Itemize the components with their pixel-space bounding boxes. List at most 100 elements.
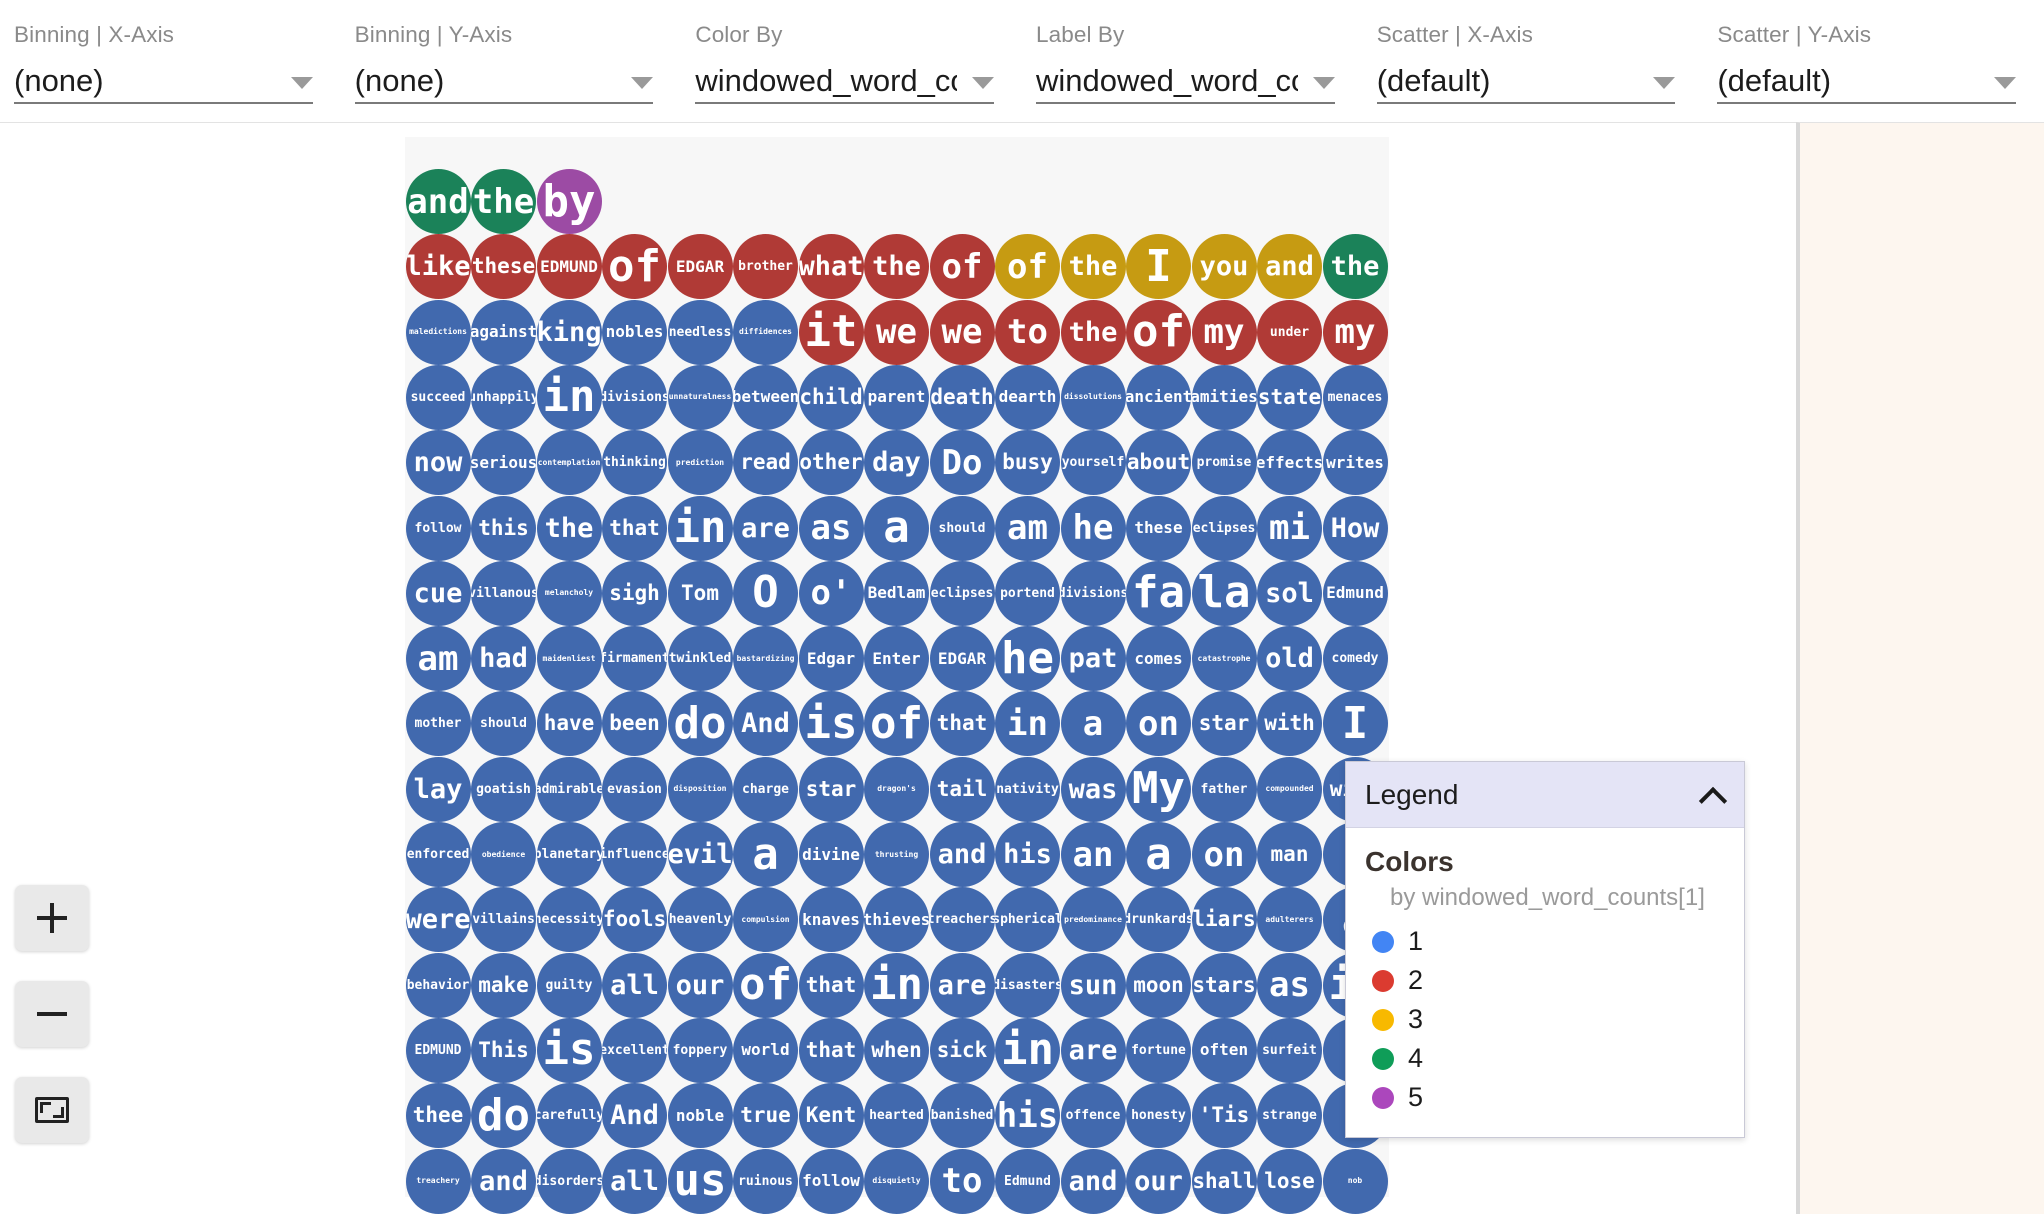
bubble-point[interactable]: comes — [1126, 626, 1191, 692]
bubble-point[interactable]: lose — [1257, 1148, 1322, 1214]
bubble-point[interactable]: o' — [798, 560, 864, 626]
bubble-point[interactable]: that — [929, 691, 995, 757]
bubble-point[interactable]: disasters — [995, 952, 1060, 1018]
bubble-point[interactable]: disquietly — [864, 1148, 929, 1214]
bubble-point[interactable]: hearted — [864, 1083, 929, 1149]
bubble-point[interactable]: do — [471, 1083, 536, 1149]
bubble-point[interactable]: is — [798, 691, 864, 757]
bubble-point[interactable]: lay — [405, 756, 471, 822]
bubble-point[interactable]: excellent — [602, 1017, 667, 1083]
bubble-point[interactable]: father — [1191, 756, 1257, 822]
bubble-point[interactable]: dearth — [995, 364, 1060, 430]
bubble-point[interactable]: the — [864, 234, 929, 300]
bubble-point[interactable]: dissolutions — [1060, 364, 1126, 430]
bubble-point[interactable]: been — [602, 691, 667, 757]
bubble-point[interactable]: stars — [1191, 952, 1257, 1018]
bubble-point[interactable]: needless — [667, 299, 733, 365]
bubble-point[interactable]: follow — [798, 1148, 864, 1214]
bubble-point[interactable]: fools — [602, 887, 667, 953]
bubble-point[interactable]: treachers — [929, 887, 995, 953]
bubble-point[interactable]: you — [1191, 234, 1257, 300]
dropdown-control[interactable]: (none) — [354, 54, 654, 104]
bubble-point[interactable]: of — [929, 234, 995, 300]
bubble-point[interactable]: child — [798, 364, 864, 430]
bubble-point[interactable]: in — [667, 495, 733, 561]
bubble-point[interactable]: la — [1191, 560, 1257, 626]
legend-item[interactable]: 4 — [1346, 1039, 1744, 1078]
bubble-point[interactable]: and — [405, 169, 471, 234]
bubble-point[interactable]: to — [995, 299, 1060, 365]
bubble-point[interactable]: liars — [1191, 887, 1257, 953]
bubble-point[interactable]: EDMUND — [536, 234, 602, 300]
bubble-point[interactable]: tail — [929, 756, 995, 822]
bubble-point[interactable]: influence — [602, 822, 667, 887]
bubble-point[interactable]: Edgar — [798, 626, 864, 692]
bubble-point[interactable]: promise — [1191, 430, 1257, 496]
bubble-point[interactable]: sun — [1060, 952, 1126, 1018]
bubble-point[interactable]: my — [1191, 299, 1257, 365]
bubble-point[interactable]: and — [1257, 234, 1322, 300]
bubble-point[interactable]: comedy — [1322, 626, 1388, 692]
bubble-point[interactable]: do — [667, 691, 733, 757]
dropdown-scatter-x-axis[interactable]: Scatter | X-Axis(default) — [1376, 22, 1676, 112]
bubble-point[interactable]: shall — [1191, 1148, 1257, 1214]
bubble-point[interactable]: treachery — [405, 1148, 471, 1214]
fit-to-screen-button[interactable] — [15, 1077, 89, 1143]
bubble-point[interactable]: star — [1191, 691, 1257, 757]
bubble-point[interactable]: in — [995, 691, 1060, 757]
bubble-point[interactable]: planetary — [536, 822, 602, 887]
bubble-point[interactable]: have — [536, 691, 602, 757]
bubble-point[interactable]: spherical — [995, 887, 1060, 953]
bubble-point[interactable]: am — [405, 626, 471, 692]
bubble-point[interactable]: between — [733, 364, 798, 430]
bubble-point[interactable]: bastardizing — [733, 626, 798, 692]
bubble-point[interactable]: of — [733, 952, 798, 1018]
zoom-out-button[interactable] — [15, 981, 89, 1047]
bubble-point[interactable]: necessity — [536, 887, 602, 953]
bubble-point[interactable]: yourself — [1060, 430, 1126, 496]
bubble-point[interactable]: adulterers — [1257, 887, 1322, 953]
bubble-point[interactable]: and — [471, 1148, 536, 1214]
bubble-point[interactable]: maledictions — [405, 299, 471, 365]
bubble-point[interactable]: thinking — [602, 430, 667, 496]
bubble-point[interactable]: Do — [929, 430, 995, 496]
legend-header[interactable]: Legend — [1346, 762, 1744, 828]
dropdown-control[interactable]: (default) — [1376, 54, 1676, 104]
bubble-point[interactable]: his — [995, 822, 1060, 887]
bubble-point[interactable]: us — [667, 1148, 733, 1214]
bubble-point[interactable]: the — [1060, 234, 1126, 300]
bubble-point[interactable]: these — [471, 234, 536, 300]
bubble-point[interactable]: state — [1257, 364, 1322, 430]
bubble-point[interactable]: effects — [1257, 430, 1322, 496]
bubble-point[interactable]: evasion — [602, 756, 667, 822]
bubble-point[interactable]: Bedlam — [864, 560, 929, 626]
chevron-down-icon[interactable] — [972, 77, 995, 89]
bubble-point[interactable]: death — [929, 364, 995, 430]
bubble-point[interactable]: he — [1060, 495, 1126, 561]
bubble-point[interactable]: old — [1257, 626, 1322, 692]
legend-item[interactable]: 5 — [1346, 1078, 1744, 1117]
bubble-point[interactable]: I — [1322, 691, 1388, 757]
bubble-point[interactable]: king — [536, 299, 602, 365]
bubble-point[interactable]: now — [405, 430, 471, 496]
bubble-point[interactable]: my — [1322, 299, 1388, 365]
bubble-point[interactable]: firmament — [602, 626, 667, 692]
chevron-up-icon[interactable] — [1702, 784, 1724, 806]
bubble-point[interactable]: the — [471, 169, 536, 234]
bubble-point[interactable]: all — [602, 1148, 667, 1214]
bubble-point[interactable]: EDGAR — [929, 626, 995, 692]
zoom-in-button[interactable] — [15, 885, 89, 951]
bubble-point[interactable]: the — [536, 495, 602, 561]
bubble-point[interactable]: melancholy — [536, 560, 602, 626]
bubble-point[interactable]: are — [1060, 1017, 1126, 1083]
bubble-point[interactable]: maidenliest — [536, 626, 602, 692]
bubble-point[interactable]: a — [733, 822, 798, 887]
bubble-point[interactable]: disorders — [536, 1148, 602, 1214]
dropdown-binning-x-axis[interactable]: Binning | X-Axis(none) — [14, 22, 313, 112]
bubble-point[interactable]: heavenly — [667, 887, 733, 953]
bubble-point[interactable]: the — [1060, 299, 1126, 365]
bubble-point[interactable]: mi — [1257, 495, 1322, 561]
bubble-point[interactable]: are — [929, 952, 995, 1018]
bubble-point[interactable]: nob — [1322, 1148, 1388, 1214]
